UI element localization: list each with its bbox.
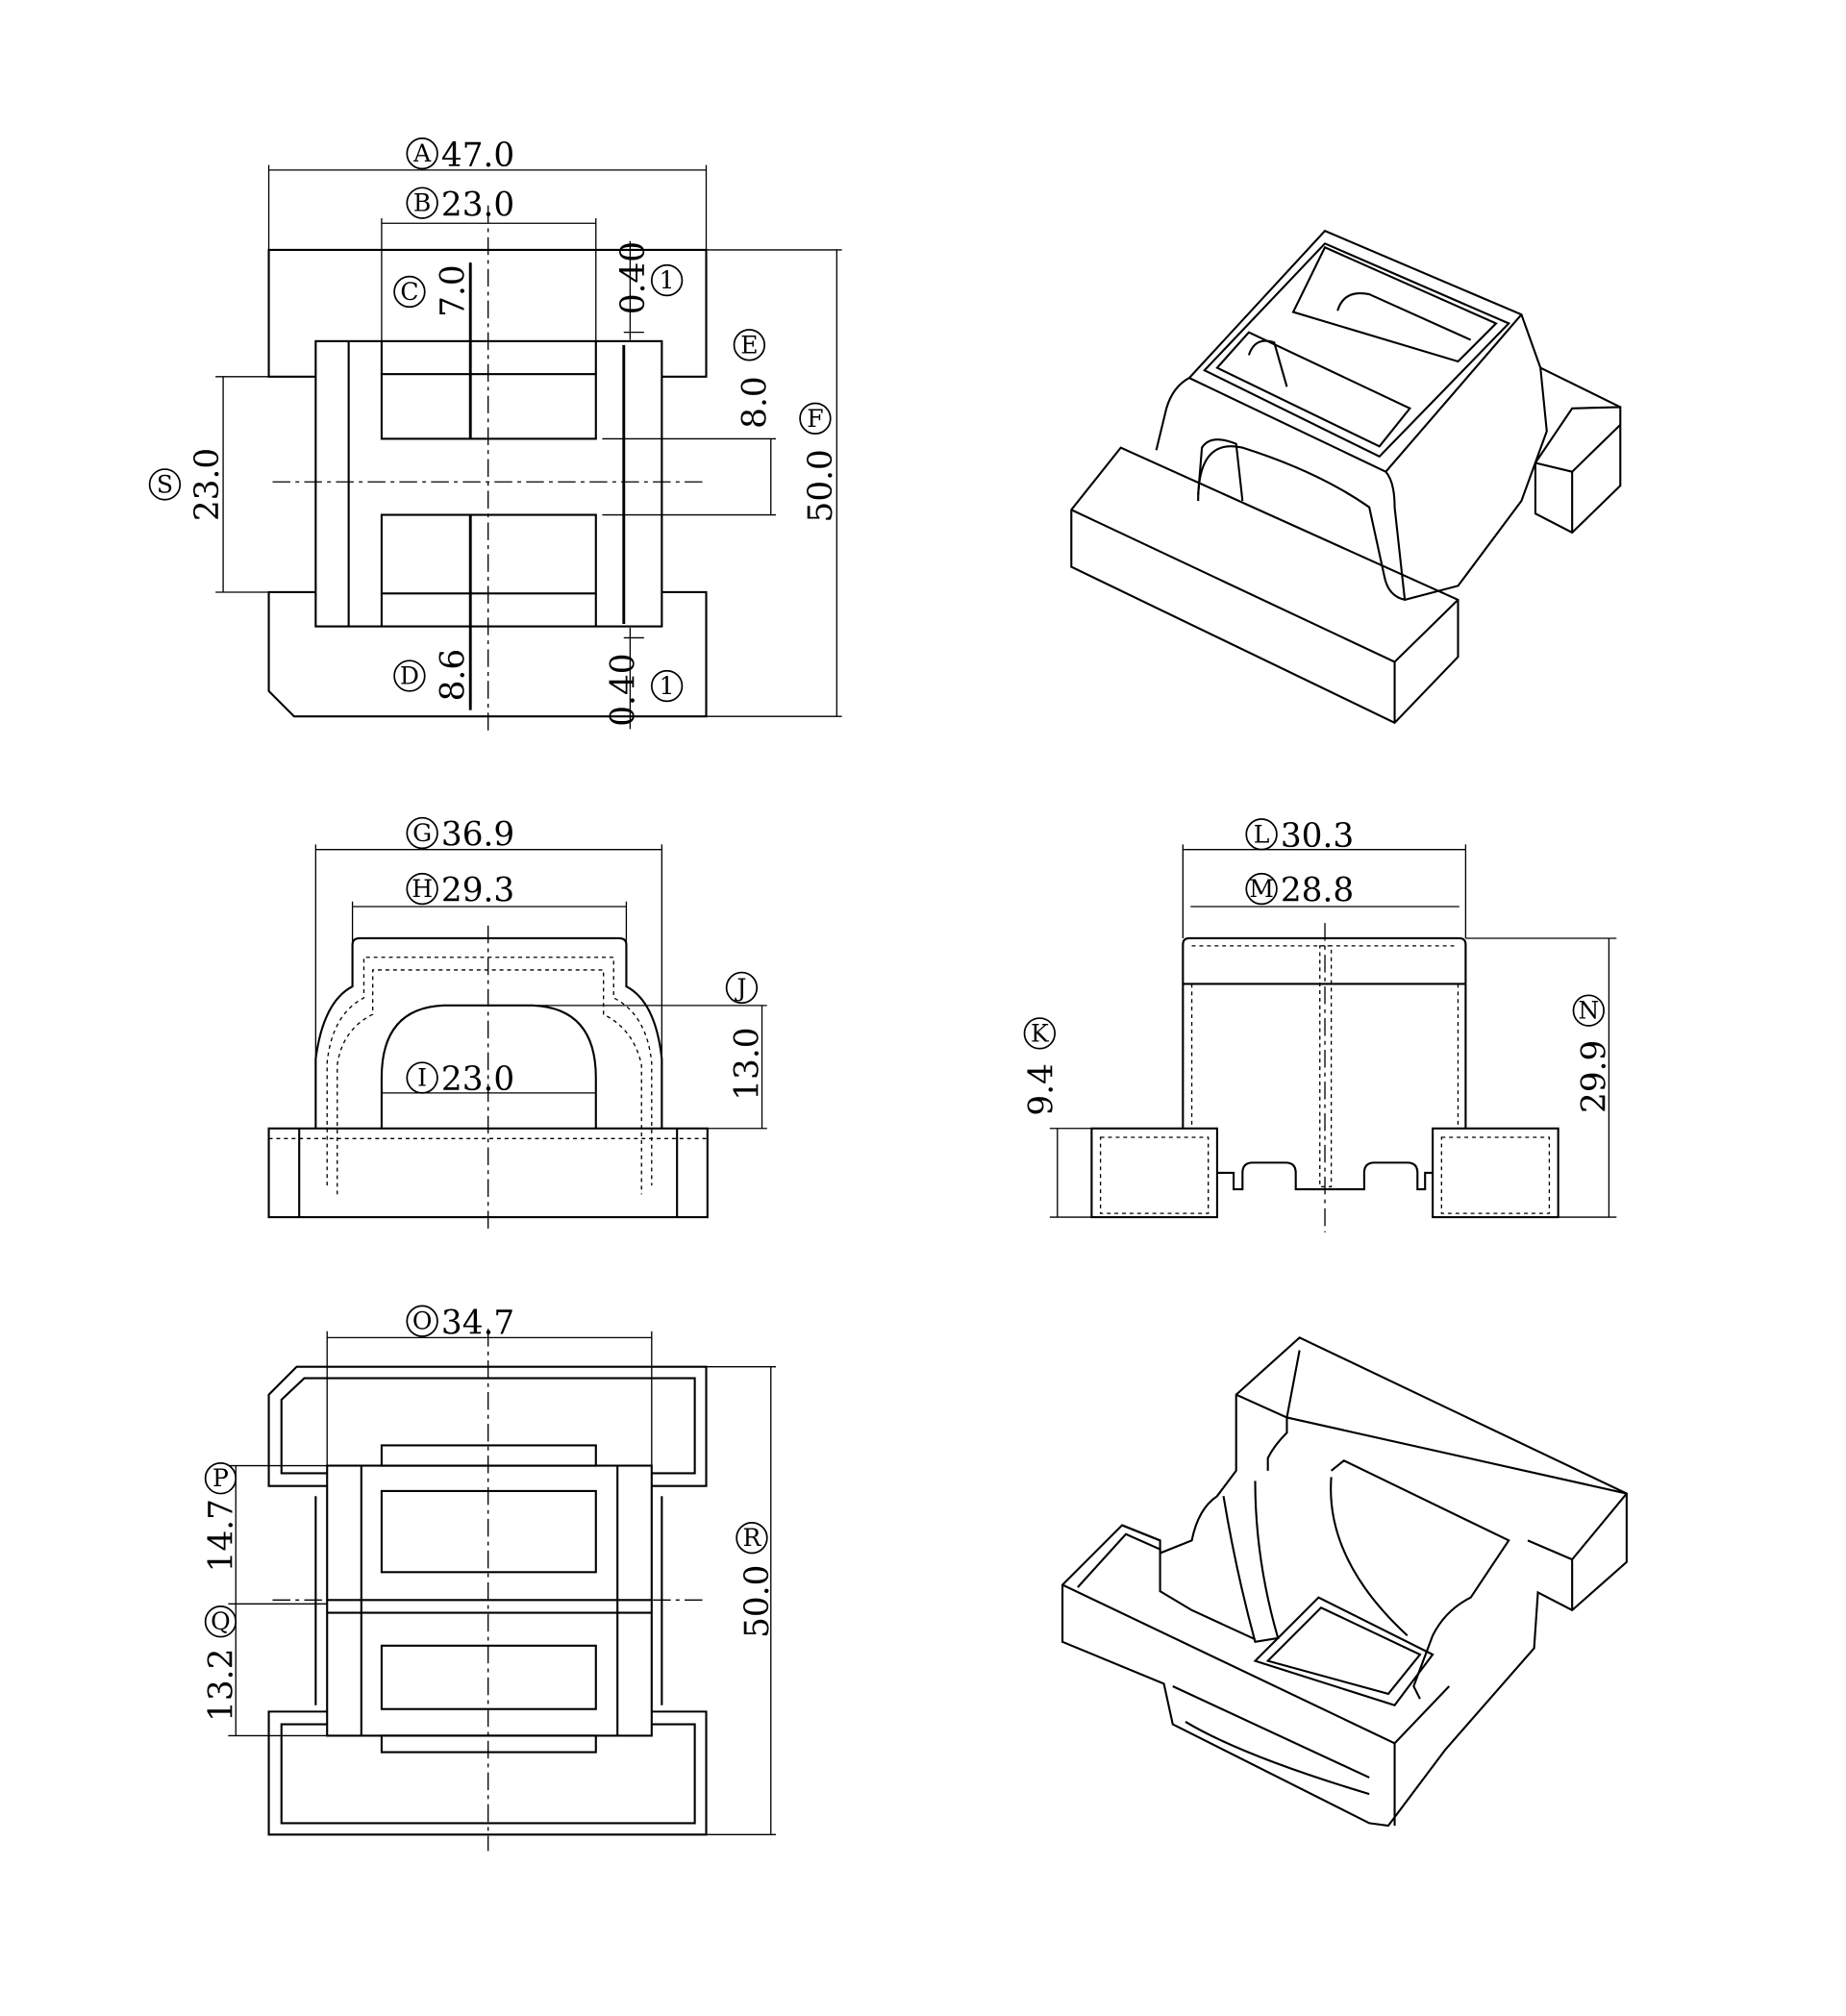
dim-E: E 8.0: [733, 329, 774, 429]
svg-text:14.7: 14.7: [202, 1499, 240, 1572]
svg-text:G: G: [412, 819, 432, 847]
svg-text:13.0: 13.0: [729, 1027, 767, 1100]
svg-text:1: 1: [660, 266, 675, 294]
svg-text:34.7: 34.7: [441, 1304, 514, 1342]
side-view: [1049, 844, 1617, 1232]
dim-L: L 30.3: [1245, 817, 1354, 856]
svg-text:A: A: [412, 139, 432, 167]
dim-1-top: 10.40: [614, 241, 684, 314]
svg-text:29.3: 29.3: [441, 872, 514, 910]
dim-R: R 50.0: [736, 1522, 777, 1638]
svg-text:D: D: [400, 662, 419, 690]
svg-text:C: C: [400, 278, 418, 306]
svg-text:23.0: 23.0: [441, 1060, 514, 1099]
front-view: [267, 844, 767, 1232]
svg-text:O: O: [412, 1307, 433, 1335]
svg-text:30.3: 30.3: [1281, 817, 1354, 856]
svg-text:29.9: 29.9: [1575, 1040, 1613, 1113]
svg-text:1: 1: [660, 672, 675, 700]
dim-C: C 7.0: [393, 264, 473, 317]
dim-H: H 29.3: [406, 872, 514, 910]
dim-J: J 13.0: [725, 971, 767, 1101]
dim-G: G 36.9: [406, 816, 514, 855]
svg-text:36.9: 36.9: [441, 816, 514, 855]
dim-B: B 23.0: [406, 186, 514, 224]
dim-D: D 8.6: [393, 649, 473, 702]
svg-text:F: F: [807, 405, 823, 433]
svg-text:0.40: 0.40: [604, 653, 642, 726]
dim-Q: Q 13.2: [202, 1605, 240, 1722]
svg-text:L: L: [1254, 820, 1270, 848]
dim-A: A 47.0: [406, 137, 514, 175]
front-arch-outer: [314, 936, 663, 1129]
dim-F: F 50.0: [799, 402, 840, 522]
dim-1-bottom: 10.40: [604, 653, 684, 727]
svg-text:47.0: 47.0: [441, 137, 514, 175]
svg-text:J: J: [734, 974, 746, 1002]
svg-text:P: P: [212, 1464, 229, 1492]
svg-text:23.0: 23.0: [188, 448, 227, 521]
svg-text:S: S: [157, 470, 173, 498]
svg-text:23.0: 23.0: [441, 186, 514, 224]
dim-P: P 14.7: [202, 1462, 240, 1572]
dim-N: N 29.9: [1572, 994, 1613, 1113]
svg-text:M: M: [1249, 875, 1274, 903]
svg-text:K: K: [1031, 1019, 1050, 1047]
svg-text:0.40: 0.40: [614, 241, 653, 314]
svg-text:I: I: [417, 1064, 427, 1092]
top-view: [215, 164, 842, 734]
svg-text:50.0: 50.0: [802, 449, 840, 522]
svg-text:H: H: [412, 875, 433, 903]
svg-text:R: R: [743, 1524, 762, 1552]
svg-text:E: E: [740, 331, 758, 359]
bottom-view: [228, 1329, 777, 1852]
svg-text:N: N: [1578, 997, 1599, 1025]
svg-text:50.0: 50.0: [738, 1565, 777, 1638]
svg-text:28.8: 28.8: [1281, 872, 1354, 910]
dim-S: S 23.0: [148, 448, 227, 521]
isometric-view-bottom: [1061, 1336, 1628, 1828]
svg-text:B: B: [413, 189, 431, 217]
svg-text:8.6: 8.6: [435, 649, 473, 702]
dim-I: I 23.0: [406, 1060, 514, 1099]
svg-text:8.0: 8.0: [736, 376, 774, 429]
dim-K: K 9.4: [1023, 1017, 1061, 1116]
isometric-view-top: [1070, 229, 1622, 725]
dim-O: O 34.7: [406, 1304, 514, 1342]
svg-text:13.2: 13.2: [202, 1649, 240, 1722]
svg-text:Q: Q: [211, 1607, 231, 1635]
svg-text:7.0: 7.0: [435, 264, 473, 317]
svg-text:9.4: 9.4: [1023, 1063, 1061, 1116]
